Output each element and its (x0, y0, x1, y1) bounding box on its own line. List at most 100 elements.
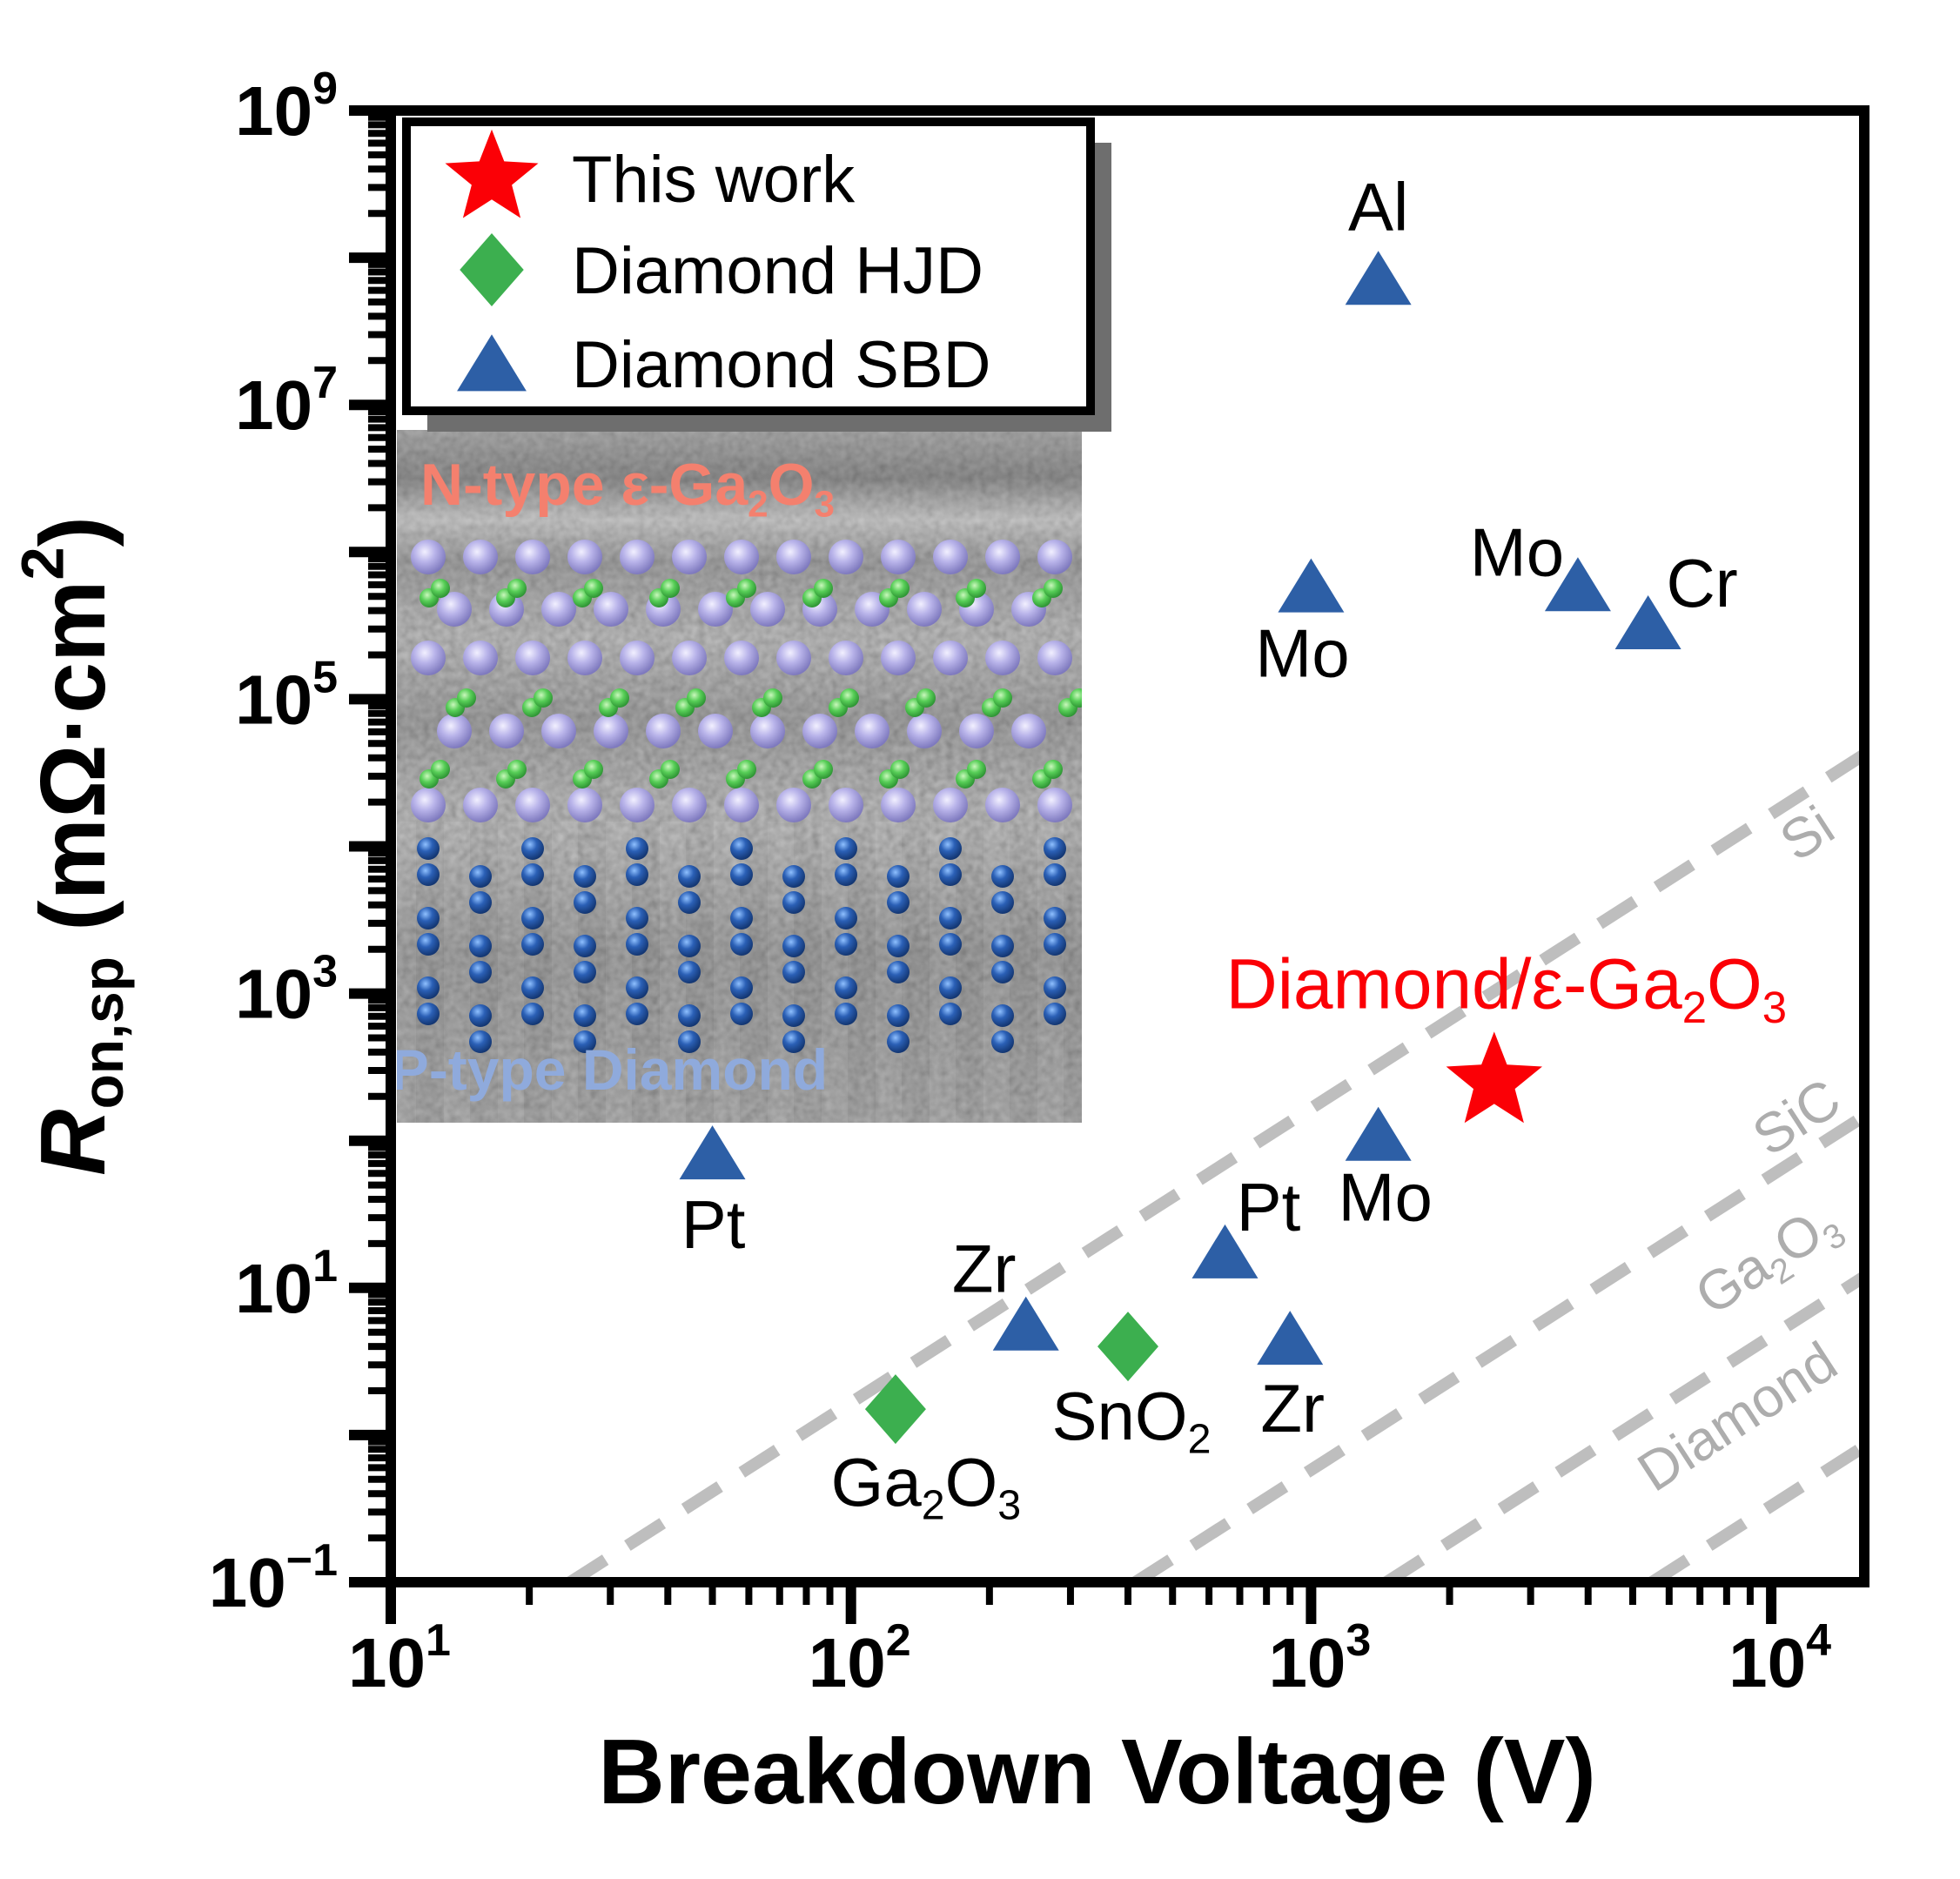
carbon-atom (991, 865, 1014, 888)
carbon-atom (887, 935, 910, 957)
data-point-Zr (1257, 1311, 1324, 1366)
gallium-atom (1037, 540, 1072, 574)
gallium-atom (672, 540, 707, 574)
legend-marker-star (445, 129, 539, 218)
data-point-Zr (992, 1296, 1059, 1351)
carbon-atom (1044, 933, 1066, 956)
data-point-SnO2 (1097, 1312, 1159, 1382)
gallium-atom (933, 641, 968, 675)
y-tick-label-1e-1: 10−1 (209, 1535, 338, 1621)
x-tick-label-1e3: 103 (1268, 1615, 1371, 1701)
carbon-atom (782, 935, 805, 957)
oxygen-atom (737, 760, 756, 779)
gallium-atom (985, 788, 1020, 822)
carbon-atom (939, 863, 962, 886)
data-point-label-Ga2O3: Ga2O3 (831, 1444, 1022, 1529)
carbon-atom (521, 976, 544, 999)
gallium-atom (776, 641, 811, 675)
gallium-atom (985, 641, 1020, 675)
oxygen-atom (814, 579, 833, 598)
gallium-atom (463, 540, 498, 574)
carbon-atom (939, 976, 962, 999)
gallium-atom (724, 788, 759, 822)
carbon-atom (678, 891, 701, 914)
carbon-atom (626, 976, 648, 999)
carbon-atom (835, 976, 857, 999)
gallium-atom (541, 714, 576, 748)
reference-lines (567, 750, 1859, 1577)
y-tick-label-1e3: 103 (235, 947, 338, 1033)
gallium-atom (698, 714, 733, 748)
data-point-label-SnO2: SnO2 (1052, 1378, 1212, 1463)
carbon-atom (521, 1003, 544, 1025)
carbon-atom (835, 863, 857, 886)
y-tick-label-1e5: 105 (235, 652, 338, 738)
gallium-atom (646, 714, 681, 748)
gallium-atom (411, 540, 446, 574)
gallium-atom (750, 592, 785, 627)
oxygen-atom (763, 688, 782, 708)
carbon-atom (521, 863, 544, 886)
gallium-atom (855, 714, 889, 748)
gallium-atom (620, 788, 654, 822)
carbon-atom (730, 1003, 753, 1025)
gallium-atom (541, 592, 576, 627)
carbon-atom (678, 865, 701, 888)
carbon-atom (574, 865, 596, 888)
limit-line-label-SiC: SiC (1742, 1066, 1851, 1168)
oxygen-atom (431, 760, 450, 779)
oxygen-atom (967, 579, 986, 598)
carbon-atom (887, 961, 910, 983)
oxygen-atom (1070, 688, 1082, 708)
carbon-atom (626, 837, 648, 860)
carbon-atom (1044, 837, 1066, 860)
oxygen-atom (610, 688, 629, 708)
y-tick-label-1e7: 107 (235, 358, 338, 444)
data-point-label-Al: Al (1348, 168, 1408, 245)
gallium-atom (594, 714, 628, 748)
x-tick-label-1e4: 104 (1728, 1615, 1831, 1701)
gallium-atom (776, 540, 811, 574)
gallium-atom (515, 788, 550, 822)
oxygen-atom (687, 688, 706, 708)
carbon-atom (835, 933, 857, 956)
gallium-atom (802, 714, 837, 748)
gallium-atom (907, 592, 942, 627)
carbon-atom (521, 907, 544, 929)
y-axis-title: Ron,sp (mΩ·cm2) (9, 516, 135, 1176)
data-point-label-Pt: Pt (681, 1186, 746, 1263)
gallium-atom (672, 641, 707, 675)
carbon-atom (574, 1004, 596, 1027)
carbon-atom (939, 933, 962, 956)
carbon-atom (626, 933, 648, 956)
carbon-atom (626, 1003, 648, 1025)
gallium-atom (594, 592, 628, 627)
carbon-atom (991, 1004, 1014, 1027)
gallium-atom (567, 788, 602, 822)
gallium-atom (463, 641, 498, 675)
carbon-atom (991, 891, 1014, 914)
gallium-atom (515, 540, 550, 574)
carbon-atom (991, 935, 1014, 957)
carbon-atom (678, 1030, 701, 1053)
carbon-atom (417, 837, 440, 860)
gallium-atom (985, 540, 1020, 574)
carbon-atom (730, 863, 753, 886)
carbon-atom (574, 891, 596, 914)
inset-top-label: N-type ε-Ga2O3 (420, 452, 835, 525)
carbon-atom (835, 837, 857, 860)
oxygen-atom (890, 579, 910, 598)
gallium-atom (620, 540, 654, 574)
oxygen-atom (534, 688, 553, 708)
x-tick-label-1e2: 102 (809, 1615, 911, 1701)
carbon-atom (887, 1004, 910, 1027)
data-point-Pt (1191, 1224, 1259, 1278)
limit-line-SiC (1131, 1111, 1859, 1577)
oxygen-atom (457, 688, 476, 708)
carbon-atom (730, 976, 753, 999)
gallium-atom (829, 641, 863, 675)
carbon-atom (939, 1003, 962, 1025)
